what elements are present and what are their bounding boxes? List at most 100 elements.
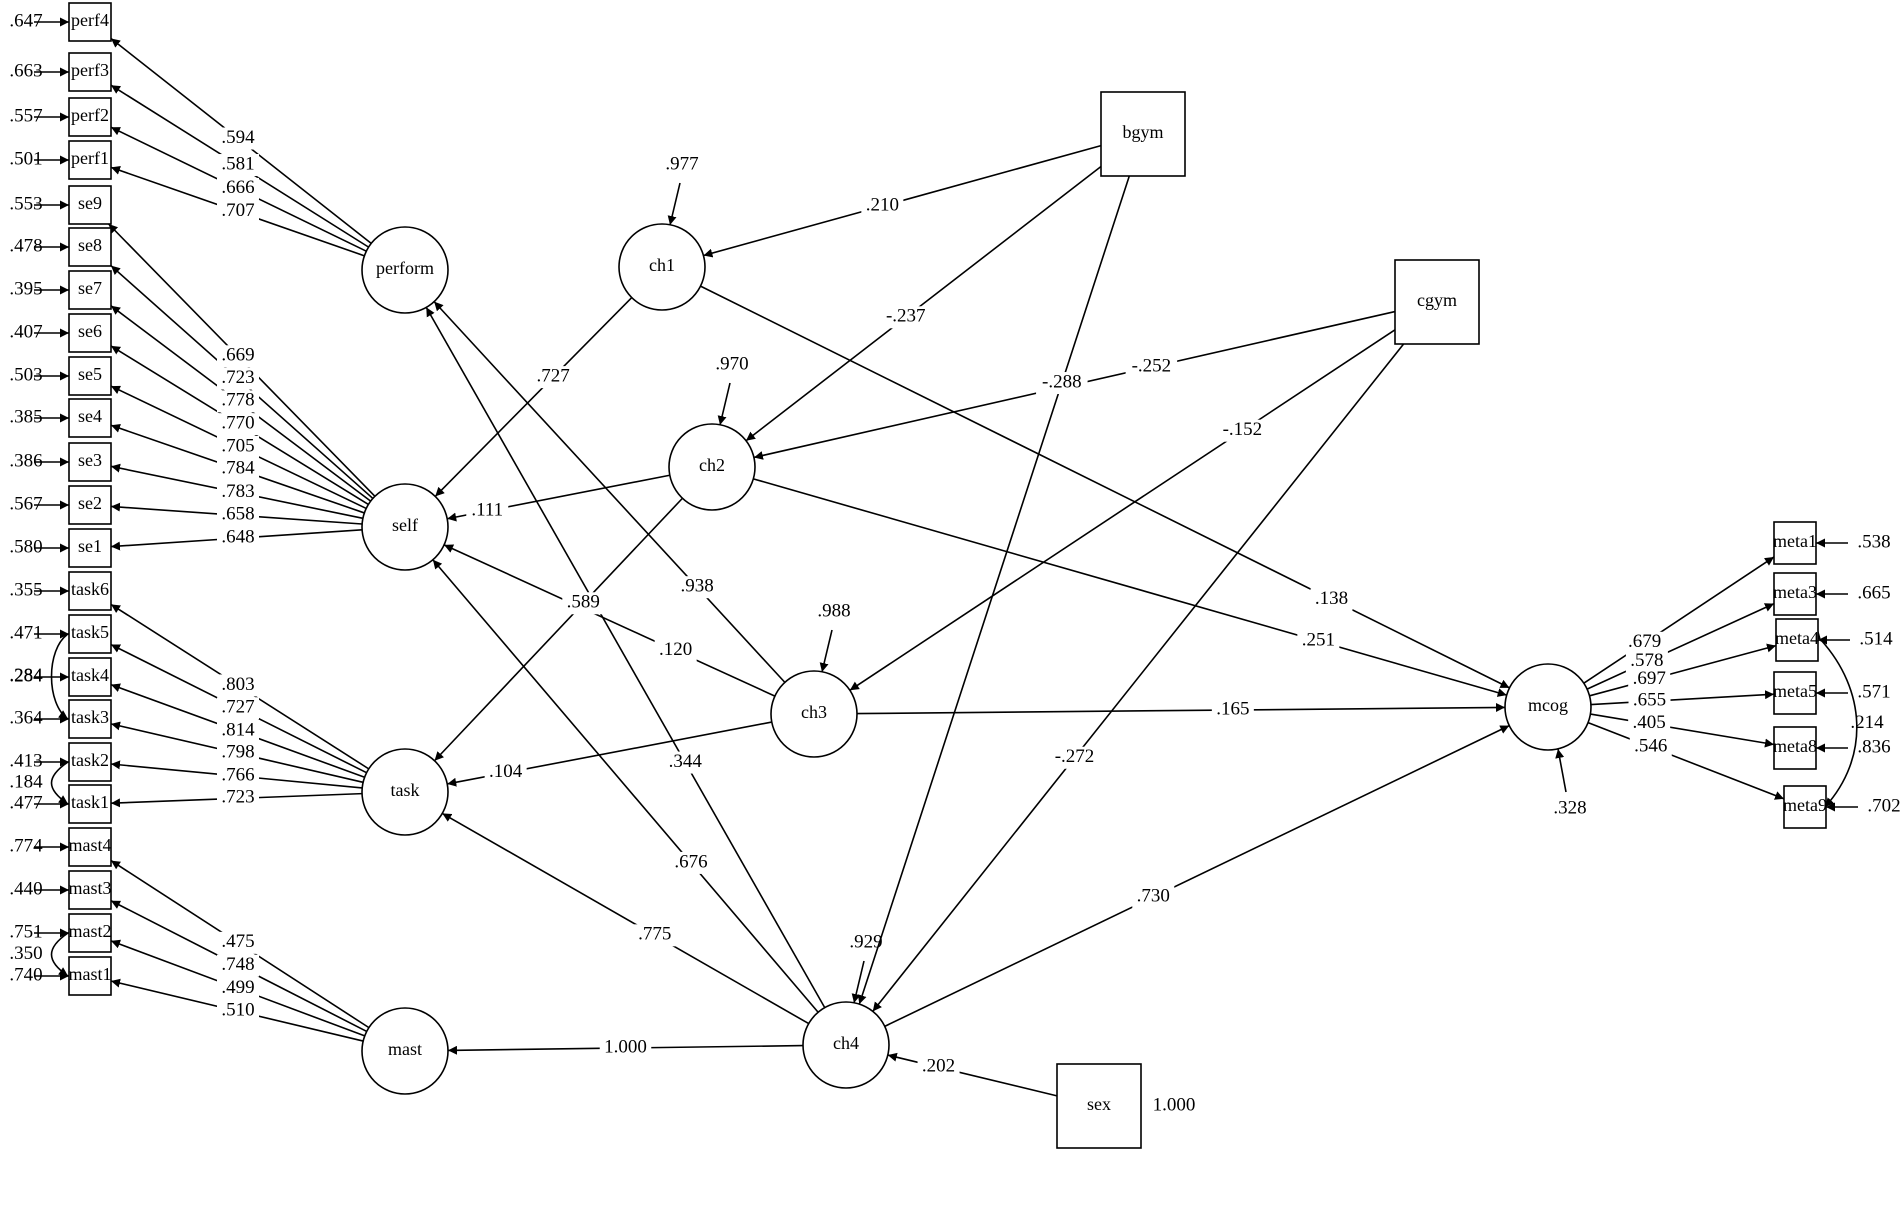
- node-label-self: self: [392, 515, 418, 535]
- path-arrow-ch2-to-mcog: [753, 478, 1507, 697]
- observed-se4: [68, 398, 112, 438]
- path-coefficient-ch3-mcog: .165: [1216, 698, 1249, 719]
- observed-se6: [68, 313, 112, 353]
- path-coefficient-ch3-perform: .938: [681, 576, 714, 597]
- label-background: [217, 504, 259, 527]
- path-coefficient-mcog-meta8: .405: [1633, 712, 1666, 733]
- label-background: [217, 390, 259, 413]
- label-background: [217, 742, 259, 765]
- node-label-meta8: meta8: [1773, 736, 1817, 756]
- label-background: [562, 592, 605, 615]
- residual-se5: .503: [9, 364, 42, 385]
- node-label-meta9: meta9: [1783, 795, 1827, 815]
- label-background: [217, 458, 259, 481]
- latent-ch3: [770, 670, 858, 758]
- residual-mast3: .440: [9, 878, 42, 899]
- path-coefficient-ch4-mast: 1.000: [604, 1036, 647, 1057]
- label-background: [217, 127, 259, 150]
- label-background: [217, 720, 259, 743]
- label-background: [217, 931, 259, 954]
- path-arrow-ch3-to-perform: [433, 301, 786, 683]
- residual-task4: .284: [9, 665, 43, 686]
- covariance-task5-task3: [50, 625, 78, 720]
- path-coefficient-mast-mast2: .499: [221, 977, 254, 998]
- node-label-perf2: perf2: [71, 105, 109, 125]
- label-background: [1628, 668, 1671, 691]
- path-arrow-ch4-to-mcog: [884, 724, 1510, 1028]
- observed-mast1: [68, 956, 112, 996]
- observed-meta9: [1783, 785, 1827, 829]
- observed-task4: [68, 657, 112, 697]
- latent-self: [361, 483, 449, 571]
- label-background: [654, 639, 697, 662]
- path-coefficient-mast-mast1: .510: [221, 1000, 254, 1021]
- path-coefficient-mcog-meta1: .679: [1628, 631, 1661, 652]
- node-label-perf1: perf1: [71, 148, 109, 168]
- path-coefficient-ch4-self: .676: [674, 851, 707, 872]
- residual-meta4: .514: [1859, 628, 1893, 649]
- node-label-mast2: mast2: [69, 921, 112, 941]
- label-background: [217, 481, 259, 504]
- residual-ch2: .970: [715, 353, 748, 374]
- label-background: [466, 499, 509, 522]
- path-arrow-ch1-to-mcog: [700, 285, 1510, 689]
- residual-se8: .478: [9, 235, 42, 256]
- observed-task2: [68, 742, 112, 782]
- label-background: [880, 306, 932, 329]
- path-coefficient-cgym-ch4: -.272: [1055, 746, 1095, 767]
- node-label-se8: se8: [78, 235, 102, 255]
- node-label-perf3: perf3: [71, 60, 109, 80]
- node-label-ch2: ch2: [699, 455, 725, 475]
- residual-arrow-mcog: [1555, 748, 1567, 793]
- edge-layer: [34, 17, 1858, 1097]
- label-background: [1623, 631, 1666, 654]
- node-label-task4: task4: [71, 665, 109, 685]
- observed-mast4: [68, 827, 112, 867]
- residual-perf1: .501: [9, 148, 42, 169]
- residual-task2: .413: [9, 750, 42, 771]
- path-coefficient-bgym-ch4: -.288: [1042, 371, 1082, 392]
- covariance-label-mast2-mast1: .350: [9, 943, 42, 964]
- latent-perform: [361, 226, 449, 314]
- path-coefficient-self-se4: .784: [221, 458, 255, 479]
- observed-task1: [68, 784, 112, 824]
- path-coefficient-perform-perf2: .666: [221, 177, 254, 198]
- observed-meta8: [1773, 726, 1817, 770]
- node-label-meta5: meta5: [1773, 681, 1817, 701]
- path-coefficient-ch3-task: .104: [489, 761, 523, 782]
- observed-task6: [68, 571, 112, 611]
- path-coefficient-self-se6: .770: [221, 413, 254, 434]
- latent-ch4: [802, 1001, 890, 1089]
- path-coefficient-mast-mast3: .748: [221, 954, 254, 975]
- path-coefficient-self-se7: .778: [221, 390, 254, 411]
- residual-ch3: .988: [817, 600, 850, 621]
- node-label-meta3: meta3: [1773, 582, 1817, 602]
- path-coefficient-perform-perf4: .594: [221, 127, 255, 148]
- label-background: [676, 576, 719, 599]
- path-coefficient-self-se2: .658: [221, 504, 254, 525]
- node-label-task1: task1: [71, 792, 109, 812]
- latent-ch2: [668, 423, 756, 511]
- path-coefficient-task-task6: .803: [221, 674, 254, 695]
- path-arrow-cgym-to-ch4: [872, 343, 1405, 1012]
- path-arrow-ch4-to-self: [432, 559, 819, 1013]
- node-label-se6: se6: [78, 321, 102, 341]
- path-arrow-sex-to-ch4: [887, 1052, 1058, 1097]
- observed-se8: [68, 227, 112, 267]
- path-arrow-mcog-to-meta8: [1590, 713, 1775, 748]
- path-coefficient-self-se9: .669: [221, 345, 254, 366]
- latent-ch1: [618, 223, 706, 311]
- node-label-se5: se5: [78, 364, 102, 384]
- label-background: [1216, 419, 1269, 442]
- path-arrow-ch4-to-perform: [425, 306, 826, 1009]
- observed-meta1: [1773, 521, 1817, 565]
- path-coefficient-self-se1: .648: [221, 526, 254, 547]
- node-layer: perf4perf3perf2perf1se9se8se7se6se5se4se…: [68, 2, 1827, 1149]
- label-background: [217, 1000, 259, 1023]
- residual-meta1: .538: [1857, 531, 1890, 552]
- path-coefficient-bgym-ch1: .210: [866, 194, 899, 215]
- observed-task3: [68, 699, 112, 739]
- label-background: [217, 154, 259, 177]
- residual-se2: .567: [9, 493, 42, 514]
- residual-meta3: .665: [1857, 582, 1890, 603]
